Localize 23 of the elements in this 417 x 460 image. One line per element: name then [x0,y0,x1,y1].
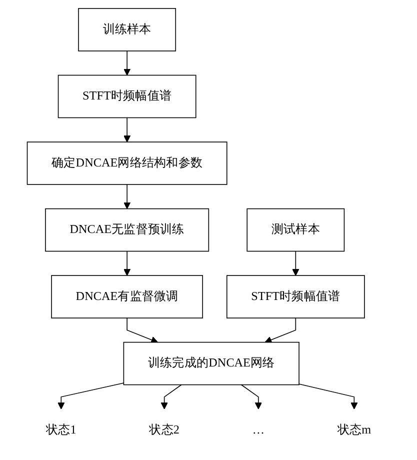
node-box: DNCAE无监督预训练 [45,208,210,252]
arrow [124,250,131,276]
arrow [160,384,182,410]
node-box: STFT时频幅值谱 [58,74,196,118]
node-box: 确定DNCAE网络结构和参数 [26,142,228,185]
node-box: DNCAE有监督微调 [51,275,203,318]
node-box: 测试样本 [246,208,345,252]
arrow [264,318,296,344]
arrow [240,384,262,410]
node-text: … [252,424,264,437]
node-text: 状态2 [149,424,180,437]
arrow [292,250,300,276]
node-box: 训练样本 [78,8,176,52]
node-text: 状态m [337,424,372,437]
arrow [124,184,131,210]
arrow [298,384,358,410]
node-text: 状态1 [46,424,76,437]
arrow [124,50,131,76]
node-box: STFT时频幅值谱 [226,275,365,318]
arrow [124,117,131,142]
arrow [58,382,124,410]
node-box: 训练完成的DNCAE网络 [123,342,300,386]
arrow [126,318,158,344]
